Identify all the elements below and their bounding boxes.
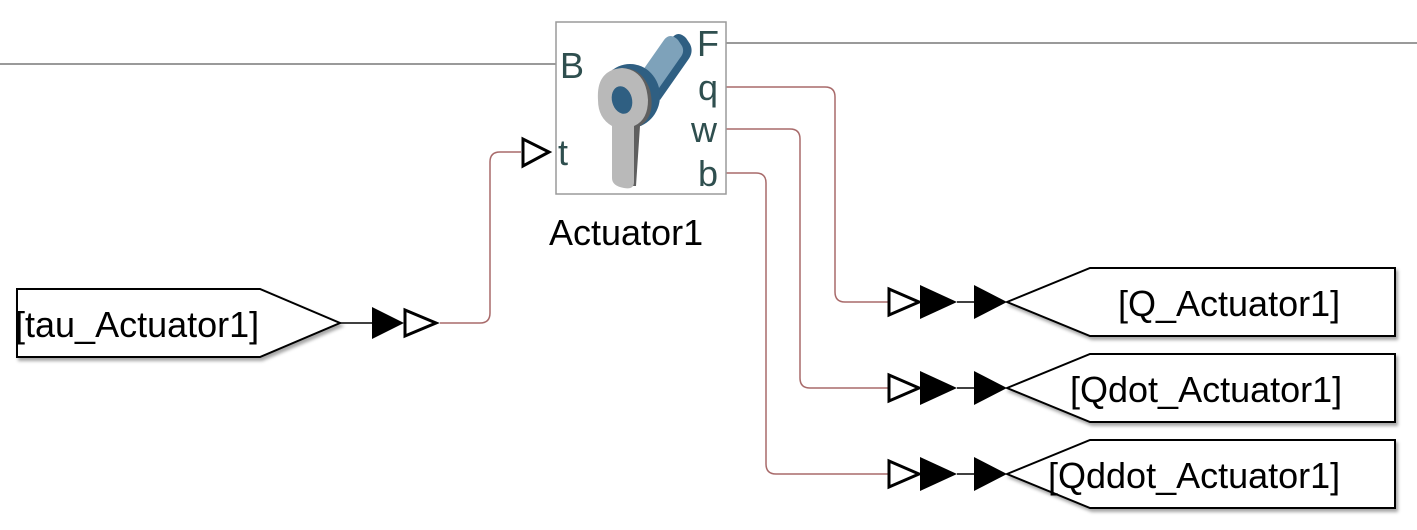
- actuator-block-name[interactable]: Actuator1: [549, 212, 703, 253]
- from-block-output-arrow-icon: [372, 307, 404, 339]
- goto-block[interactable]: [Qdot_Actuator1]: [887, 353, 1396, 423]
- port-label-q: q: [698, 67, 718, 108]
- goto-signal-arrow-icon: [920, 285, 957, 319]
- goto-converter-arrow-icon: [887, 458, 923, 490]
- rotary-actuator-icon: [597, 34, 692, 189]
- goto-signal-arrow-icon: [920, 457, 957, 491]
- goto-input-arrow-icon: [974, 371, 1007, 405]
- from-block-shape[interactable]: [16, 288, 343, 358]
- goto-block-label: [Qdot_Actuator1]: [1070, 369, 1342, 410]
- port-label-f: F: [697, 23, 719, 64]
- goto-signal-arrow-icon: [920, 371, 957, 405]
- signal-line-w[interactable]: [726, 128, 888, 389]
- port-t-arrow-icon: [521, 136, 553, 169]
- from-block-tau[interactable]: [tau_Actuator1]: [15, 288, 440, 358]
- signal-line-tau[interactable]: [440, 151, 521, 324]
- goto-converter-arrow-icon: [887, 286, 923, 318]
- goto-block-shape[interactable]: [1004, 353, 1396, 423]
- port-label-t: t: [558, 132, 568, 173]
- signal-line-q[interactable]: [726, 86, 888, 303]
- signal-line-b[interactable]: [726, 172, 888, 475]
- goto-block-label: [Qddot_Actuator1]: [1048, 455, 1340, 496]
- port-label-b: B: [560, 45, 584, 86]
- port-label-w: w: [690, 109, 718, 150]
- actuator-block[interactable]: B t F q w b: [521, 21, 727, 195]
- goto-block-shape[interactable]: [1004, 439, 1396, 509]
- goto-block[interactable]: [Qddot_Actuator1]: [887, 439, 1396, 509]
- goto-blocks: [Q_Actuator1] [Qdot_Actuator1] [Qddot_Actu…: [887, 267, 1396, 509]
- goto-input-arrow-icon: [974, 285, 1007, 319]
- goto-block-label: [Q_Actuator1]: [1118, 283, 1340, 324]
- goto-block-shape[interactable]: [1004, 267, 1396, 337]
- port-label-b-out: b: [698, 153, 718, 194]
- from-block-converter-arrow-icon: [403, 307, 440, 339]
- from-block-label: [tau_Actuator1]: [15, 304, 259, 345]
- goto-block[interactable]: [Q_Actuator1]: [887, 267, 1396, 337]
- goto-input-arrow-icon: [974, 457, 1007, 491]
- goto-converter-arrow-icon: [887, 372, 923, 404]
